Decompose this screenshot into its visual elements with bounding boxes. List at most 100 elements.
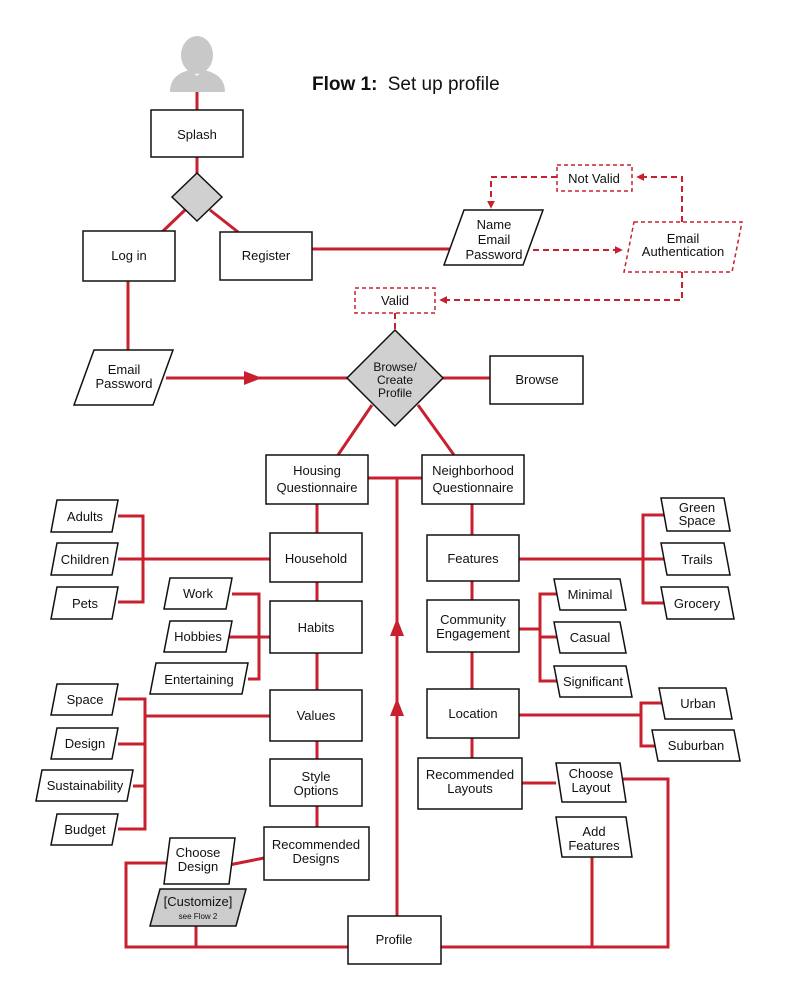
choose-design-label-2: Design xyxy=(178,859,218,874)
browse-create-label-3: Profile xyxy=(378,386,412,400)
choose-layout-input[interactable] xyxy=(555,762,627,803)
housing-questionnaire-box[interactable] xyxy=(265,454,369,505)
values-label: Values xyxy=(297,708,336,723)
community-label-2: Engagement xyxy=(436,626,510,641)
significant-label: Significant xyxy=(563,674,623,689)
browse-create-label-1: Browse/ xyxy=(373,360,417,374)
hobbies-option[interactable] xyxy=(163,620,233,653)
pets-label: Pets xyxy=(72,596,99,611)
customize-note: see Flow 2 xyxy=(179,912,218,921)
space-option[interactable] xyxy=(50,683,119,716)
login-box[interactable] xyxy=(82,230,176,282)
browse-create-profile-decision[interactable] xyxy=(345,328,445,428)
work-option[interactable] xyxy=(163,577,233,610)
habits-box[interactable] xyxy=(269,600,363,654)
style-label-2: Options xyxy=(294,783,339,798)
email-authentication-box xyxy=(623,221,743,273)
register-label: Register xyxy=(242,248,291,263)
email-auth-label-1: Email xyxy=(667,231,700,246)
casual-label: Casual xyxy=(570,630,611,645)
email-label: Email xyxy=(478,232,511,247)
work-label: Work xyxy=(183,586,214,601)
profile-box[interactable] xyxy=(347,915,442,965)
casual-option[interactable] xyxy=(553,621,627,654)
children-option[interactable] xyxy=(50,542,119,576)
name-email-password-input[interactable] xyxy=(442,209,545,266)
valid-label: Valid xyxy=(381,293,409,308)
trails-option[interactable] xyxy=(660,542,731,576)
budget-label: Budget xyxy=(64,822,106,837)
labels: Splash Log in Register Name Email Passwo… xyxy=(47,127,725,947)
neighborhood-questionnaire-box[interactable] xyxy=(421,454,525,505)
dashed-boxes xyxy=(354,164,743,314)
add-features-label-1: Add xyxy=(582,824,605,839)
user-avatar-icon xyxy=(170,36,225,92)
green-space-option[interactable] xyxy=(660,497,731,532)
suburban-option[interactable] xyxy=(651,729,741,762)
entry-decision xyxy=(170,171,224,223)
valid-box xyxy=(354,287,436,314)
location-box[interactable] xyxy=(426,688,520,739)
register-box[interactable] xyxy=(219,231,313,281)
neighborhood-label-1: Neighborhood xyxy=(432,463,514,478)
boxes xyxy=(82,109,584,965)
profile-label: Profile xyxy=(376,932,413,947)
grocery-option[interactable] xyxy=(660,586,735,620)
budget-option[interactable] xyxy=(50,813,119,846)
pets-option[interactable] xyxy=(50,586,119,620)
login-label: Log in xyxy=(111,248,146,263)
email-auth-label-2: Authentication xyxy=(642,244,724,259)
customize-label: [Customize] xyxy=(164,894,233,909)
adults-label: Adults xyxy=(67,509,104,524)
center-arrows xyxy=(244,371,404,716)
sustainability-option[interactable] xyxy=(35,769,134,802)
email-password-input[interactable] xyxy=(72,349,175,406)
not-valid-label: Not Valid xyxy=(568,171,620,186)
title-bold: Flow 1: xyxy=(312,74,377,95)
email-password-label-1: Email xyxy=(108,362,141,377)
choose-design-input[interactable] xyxy=(163,837,236,885)
recommended-layouts-label-1: Recommended xyxy=(426,767,514,782)
recommended-layouts-box[interactable] xyxy=(417,757,523,810)
trails-label: Trails xyxy=(681,552,713,567)
urban-label: Urban xyxy=(680,696,715,711)
browse-create-label-2: Create xyxy=(377,373,413,387)
inputs xyxy=(35,209,741,885)
green-space-label-1: Green xyxy=(679,500,715,515)
community-label-1: Community xyxy=(440,612,506,627)
name-label: Name xyxy=(477,217,512,232)
features-label: Features xyxy=(447,551,499,566)
password-label: Password xyxy=(465,247,522,262)
recommended-designs-box[interactable] xyxy=(263,826,370,881)
choose-layout-label-2: Layout xyxy=(571,780,610,795)
splash-box[interactable] xyxy=(150,109,244,158)
household-label: Household xyxy=(285,551,347,566)
entertaining-option[interactable] xyxy=(149,662,249,695)
space-label: Space xyxy=(67,692,104,707)
values-box[interactable] xyxy=(269,689,363,742)
recommended-layouts-label-2: Layouts xyxy=(447,781,493,796)
minimal-option[interactable] xyxy=(553,578,627,611)
page-title: Flow 1: Set up profile xyxy=(312,74,500,95)
suburban-label: Suburban xyxy=(668,738,724,753)
features-box[interactable] xyxy=(426,534,520,582)
add-features-input[interactable] xyxy=(555,816,633,858)
neighborhood-label-2: Questionnaire xyxy=(433,480,514,495)
title-text: Set up profile xyxy=(388,74,500,95)
adults-option[interactable] xyxy=(50,499,119,533)
household-box[interactable] xyxy=(269,532,363,583)
email-password-label-2: Password xyxy=(95,376,152,391)
customize-input[interactable] xyxy=(149,888,247,927)
grocery-label: Grocery xyxy=(674,596,721,611)
community-engagement-box[interactable] xyxy=(426,599,520,653)
urban-option[interactable] xyxy=(658,687,733,720)
significant-option[interactable] xyxy=(553,665,633,698)
minimal-label: Minimal xyxy=(568,587,613,602)
style-options-box[interactable] xyxy=(269,758,363,807)
design-option[interactable] xyxy=(50,727,119,760)
entertaining-label: Entertaining xyxy=(164,672,233,687)
browse-box[interactable] xyxy=(489,355,584,405)
not-valid-box xyxy=(556,164,633,192)
choose-design-label-1: Choose xyxy=(176,845,221,860)
